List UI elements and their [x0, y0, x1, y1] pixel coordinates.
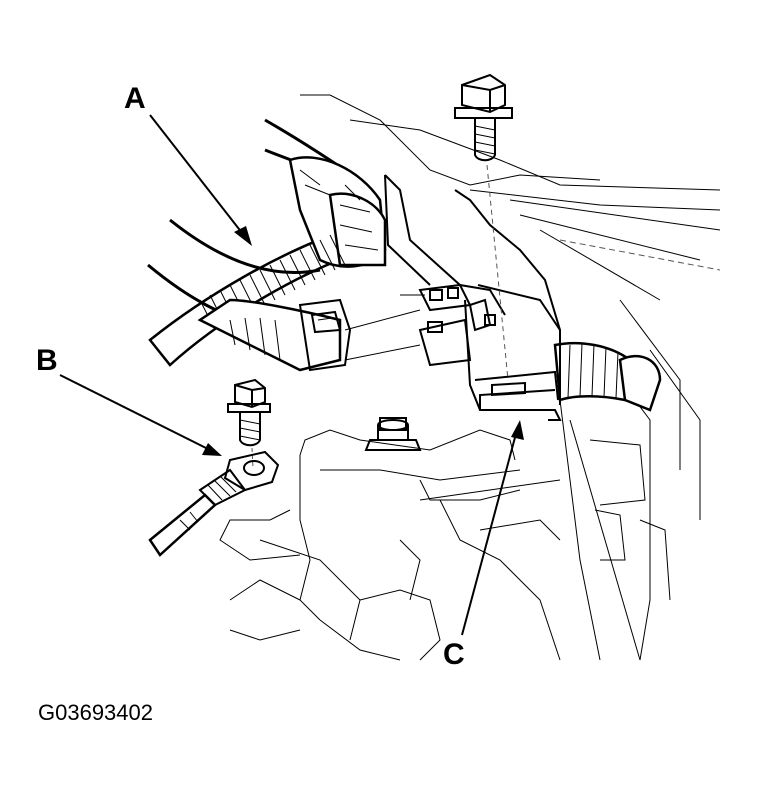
- ground-terminal-b: [148, 450, 280, 557]
- ground-bolt: [227, 378, 271, 469]
- arrowhead-b: [202, 443, 222, 456]
- leader-arrows: [59, 114, 524, 636]
- leader-line-a: [149, 114, 247, 239]
- harness-bracket-c: [344, 174, 562, 421]
- callout-label-a: A: [124, 82, 146, 115]
- wire-harness-right: [553, 341, 662, 412]
- body-structure-lines: [300, 94, 721, 661]
- callout-label-b: B: [36, 344, 58, 377]
- figure-id: G03693402: [38, 700, 153, 725]
- leader-line-b: [59, 374, 211, 451]
- callout-label-c: C: [443, 638, 465, 671]
- arrowhead-c: [511, 420, 524, 440]
- bracket-bolt-top: [454, 73, 513, 381]
- arrowhead-a: [234, 226, 252, 246]
- leader-line-c: [461, 429, 518, 636]
- mount-bolt: [364, 417, 422, 451]
- lower-mount-structure: [219, 429, 561, 661]
- wire-harness-a: [147, 118, 387, 372]
